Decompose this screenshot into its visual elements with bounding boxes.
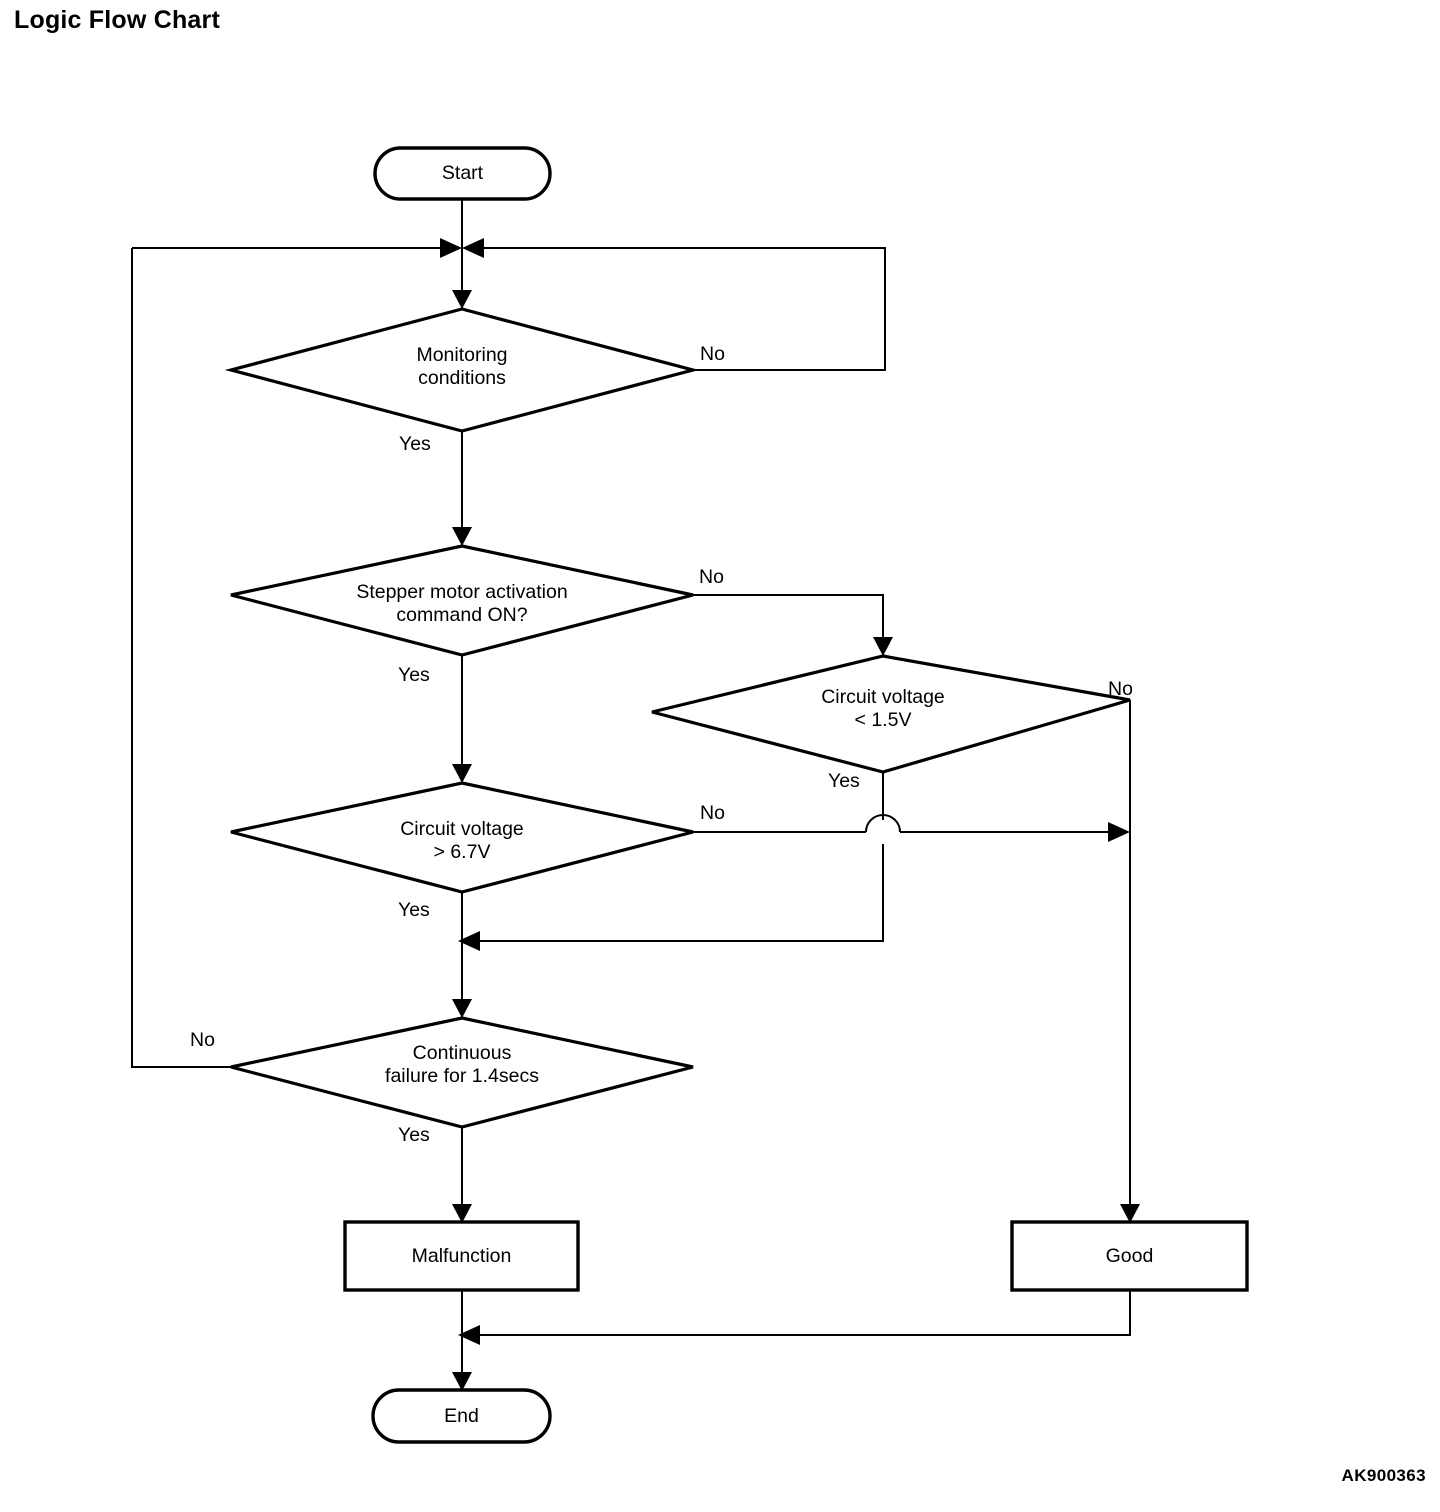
node-circuit-voltage-high bbox=[230, 781, 694, 894]
node-malfunction bbox=[343, 1220, 580, 1292]
figure-code: AK900363 bbox=[1341, 1466, 1426, 1485]
node-stepper-motor-command bbox=[230, 544, 694, 657]
node-monitoring-conditions bbox=[224, 307, 700, 433]
arrowhead-into-good bbox=[1120, 1204, 1140, 1223]
edge-monitor-no-loop bbox=[484, 247, 886, 371]
arrowhead-voltlow-yes-merge bbox=[458, 931, 480, 951]
arrowhead-volthigh-no-merge bbox=[1108, 822, 1130, 842]
arrowhead-into-continuous bbox=[452, 999, 472, 1018]
node-continuous-failure bbox=[230, 1016, 694, 1129]
node-end bbox=[371, 1388, 552, 1444]
edge-stepper-no bbox=[693, 594, 884, 645]
line-hop-arc bbox=[865, 814, 901, 833]
edge-voltlow-yes-lower bbox=[480, 844, 884, 942]
arrowhead-good-merge bbox=[458, 1325, 480, 1345]
arrowhead-into-malfunction bbox=[452, 1204, 472, 1223]
node-good bbox=[1010, 1220, 1249, 1292]
arrowhead-into-voltlow bbox=[873, 637, 893, 656]
arrowhead-into-end bbox=[452, 1372, 472, 1391]
page-title: Logic Flow Chart bbox=[14, 6, 220, 34]
node-circuit-voltage-low bbox=[651, 654, 1131, 774]
arrowhead-right-merge bbox=[462, 238, 484, 258]
arrowhead-into-monitor bbox=[452, 290, 472, 309]
edge-good-to-end bbox=[480, 1290, 1131, 1336]
node-start bbox=[373, 146, 552, 201]
arrowhead-into-volthigh bbox=[452, 764, 472, 783]
arrowhead-into-stepper bbox=[452, 527, 472, 546]
arrowhead-left-merge bbox=[440, 238, 462, 258]
edge-continuous-no-loop bbox=[131, 248, 231, 1068]
